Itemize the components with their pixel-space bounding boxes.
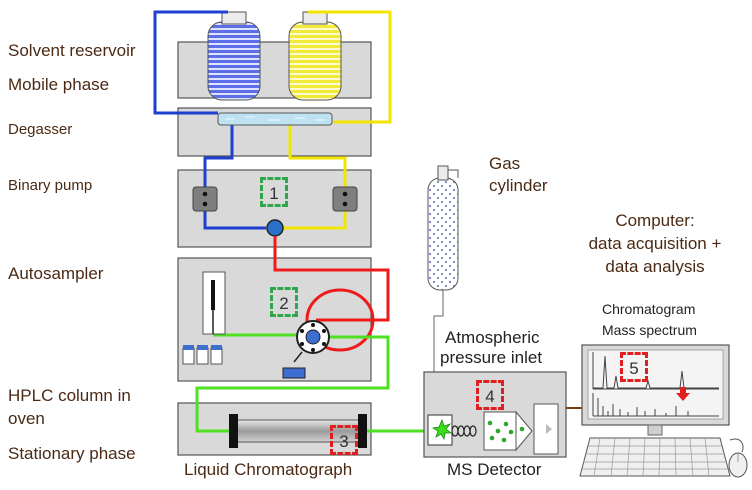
- label-computer-line3: data analysis: [605, 257, 705, 276]
- analyzer-arrow: [515, 410, 533, 452]
- mouse: [728, 438, 748, 478]
- label-degasser: Degasser: [8, 121, 73, 138]
- hplc-column: [229, 414, 367, 448]
- marker-4-number: 4: [485, 387, 495, 406]
- marker-4: 4: [476, 380, 504, 410]
- label-autosampler: Autosampler: [8, 264, 104, 283]
- label-ms-detector: MS Detector: [447, 460, 542, 479]
- label-chromatogram: Chromatogram: [602, 301, 696, 317]
- solvent-bottle-blue: [207, 11, 261, 101]
- label-computer-line2: data acquisition +: [588, 234, 722, 253]
- pump-head-left: [192, 186, 218, 212]
- label-mobile-phase: Mobile phase: [8, 75, 110, 94]
- gas-cylinder: [427, 165, 459, 291]
- marker-2-number: 2: [279, 294, 289, 313]
- label-solvent-reservoir: Solvent reservoir: [8, 41, 136, 60]
- marker-1: 1: [260, 177, 288, 207]
- computer-monitor: [581, 344, 730, 436]
- ion-optics: [451, 425, 477, 437]
- gas-line: [433, 290, 444, 415]
- waste-block: [282, 367, 306, 379]
- label-gas-line2: cylinder: [489, 176, 548, 195]
- marker-5: 5: [620, 352, 648, 382]
- label-binary-pump: Binary pump: [8, 177, 93, 194]
- syringe: [202, 271, 226, 335]
- injection-valve: [293, 320, 330, 363]
- label-stationary-phase: Stationary phase: [8, 444, 136, 463]
- sample-vials: [182, 345, 223, 365]
- solvent-bottle-yellow: [288, 11, 342, 101]
- mixing-tee: [266, 219, 284, 237]
- label-api-line1: Atmospheric: [445, 328, 540, 347]
- marker-2: 2: [270, 287, 298, 317]
- marker-1-number: 1: [269, 184, 279, 203]
- spray-burst-icon: [431, 418, 453, 441]
- marker-3-number: 3: [339, 432, 349, 451]
- label-api-line2: pressure inlet: [440, 348, 543, 367]
- marker-3: 3: [330, 425, 358, 455]
- selection-arrow-icon: [676, 387, 690, 401]
- keyboard: [579, 437, 731, 477]
- marker-5-number: 5: [629, 359, 639, 378]
- solvent-line-blue: [153, 10, 266, 230]
- label-gas-line1: Gas: [489, 154, 521, 173]
- label-hplc-column-line2: oven: [8, 409, 45, 428]
- solvent-reservoir-module: [177, 41, 372, 99]
- solvent-line-yellow: [284, 10, 392, 230]
- degasser-tube: [217, 112, 333, 126]
- label-hplc-column-line1: HPLC column in: [8, 386, 131, 405]
- label-mass-spectrum: Mass spectrum: [602, 322, 697, 338]
- mass-spectrum-plot: [592, 393, 719, 417]
- sample-loop-line: [273, 236, 390, 352]
- pump-head-right: [332, 186, 358, 212]
- detector-arrow: [546, 424, 552, 434]
- chromatogram-plot: [592, 352, 719, 390]
- label-computer-line1: Computer:: [615, 211, 695, 230]
- ions: [487, 420, 525, 443]
- label-liquid-chromatograph: Liquid Chromatograph: [184, 460, 353, 479]
